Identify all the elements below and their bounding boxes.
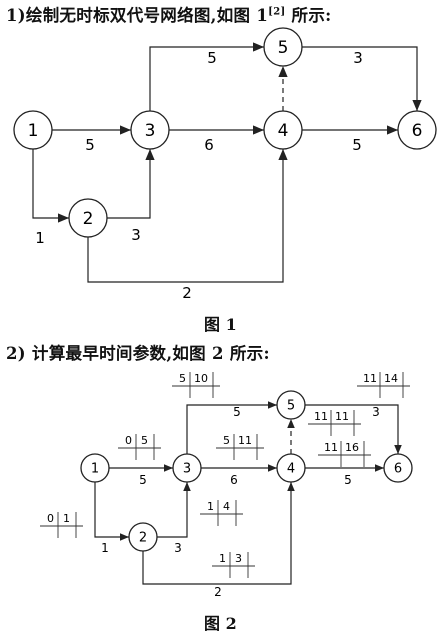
fig1-node-3-circle bbox=[130, 110, 170, 150]
step1-suffix: 所示: bbox=[285, 6, 332, 25]
fig2-node-2-label: 2 bbox=[139, 531, 147, 546]
fig2-node-3-circle bbox=[172, 453, 202, 483]
fig2-tparam-1-3-es: 0 bbox=[125, 434, 132, 447]
fig2-tparam-5-6-ef: 14 bbox=[384, 372, 398, 385]
fig2-tparam-2-4-es: 1 bbox=[219, 552, 226, 565]
fig1-node-2-circle bbox=[68, 198, 108, 238]
fig2-tparam-5-6-es: 11 bbox=[363, 372, 377, 385]
fig2-tparam-4-6-ef: 16 bbox=[345, 441, 359, 454]
fig1-duration-label-3-5: 5 bbox=[207, 49, 217, 67]
fig2-node-5-label: 5 bbox=[287, 399, 295, 414]
fig1-arrowhead-2-3 bbox=[145, 149, 155, 160]
fig1-node-3-label: 3 bbox=[145, 121, 156, 141]
fig1-arrowhead-1-2 bbox=[58, 213, 69, 223]
fig1-node-6-circle bbox=[397, 110, 437, 150]
fig2-node-3-label: 3 bbox=[183, 462, 191, 477]
fig1-arrowhead-3-4 bbox=[253, 125, 264, 135]
fig1-arrowhead-3-5 bbox=[253, 42, 264, 52]
fig1-node-5-label: 5 bbox=[278, 38, 289, 58]
fig2-tparam-3-4-es: 5 bbox=[223, 434, 230, 447]
fig2-edge-3-5 bbox=[186, 404, 277, 454]
fig2-arrowhead-3-4 bbox=[268, 464, 277, 472]
fig2-arrowhead-5-6 bbox=[394, 445, 402, 454]
fig2-arrowhead-3-5 bbox=[268, 401, 277, 409]
fig2-node-4-label: 4 bbox=[287, 462, 295, 477]
fig2-tparam-1-3-ef: 5 bbox=[141, 434, 148, 447]
fig1-edge-2-3 bbox=[107, 149, 151, 219]
network-diagram-1: 5 1 3 2 6 5 5 3 1 2 3 4 5 6 bbox=[13, 27, 437, 302]
fig2-duration-label-3-5: 5 bbox=[233, 405, 241, 419]
fig2-tparam-1-2-ef: 1 bbox=[63, 512, 70, 525]
fig2-arrowhead-2-4 bbox=[287, 482, 295, 491]
fig2-duration-label-3-4: 6 bbox=[230, 473, 238, 487]
fig1-edge-3-5 bbox=[149, 46, 264, 111]
fig2-tparam-2-3-es: 1 bbox=[207, 500, 214, 513]
fig2-edge-2-3 bbox=[157, 482, 188, 538]
step1-citation: [2] bbox=[268, 6, 286, 18]
fig2-tparam-2-4-ef: 3 bbox=[235, 552, 242, 565]
fig1-duration-label-2-3: 3 bbox=[131, 226, 141, 244]
fig2-duration-label-5-6: 3 bbox=[372, 405, 380, 419]
fig1-duration-label-3-4: 6 bbox=[204, 136, 214, 154]
fig2-tparam-1-2-es: 0 bbox=[47, 512, 54, 525]
fig2-tparam-3-5-ef: 10 bbox=[194, 372, 208, 385]
figure2-caption: 图 2 bbox=[204, 614, 237, 633]
fig2-duration-label-2-4: 2 bbox=[214, 585, 222, 599]
fig2-edge-5-6 bbox=[305, 404, 399, 454]
fig1-arrowhead-2-4 bbox=[278, 149, 288, 160]
fig2-edge-1-2 bbox=[94, 482, 129, 538]
step1-prefix: 1)绘制无时标双代号网络图,如图 1 bbox=[6, 6, 269, 25]
step1-heading: 1)绘制无时标双代号网络图,如图 1[2] 所示: bbox=[6, 2, 332, 26]
fig2-arrowhead-2-3 bbox=[183, 482, 191, 491]
fig1-node-6-label: 6 bbox=[412, 121, 423, 141]
fig1-duration-label-5-6: 3 bbox=[353, 49, 363, 67]
fig2-arrowhead-4-5 bbox=[287, 419, 295, 428]
fig2-tparam-4-5-es: 11 bbox=[314, 410, 328, 423]
fig2-tparam-4-5-ef: 11 bbox=[335, 410, 349, 423]
fig2-duration-label-2-3: 3 bbox=[174, 541, 182, 555]
fig2-node-5-circle bbox=[276, 390, 306, 420]
fig2-node-4-circle bbox=[276, 453, 306, 483]
fig1-node-4-circle bbox=[263, 110, 303, 150]
fig2-node-2-circle bbox=[128, 522, 158, 552]
fig1-duration-label-1-2: 1 bbox=[35, 229, 45, 247]
fig1-edge-2-4 bbox=[87, 149, 284, 283]
fig2-edge-2-4 bbox=[142, 482, 292, 585]
fig1-duration-label-2-4: 2 bbox=[182, 284, 192, 302]
fig2-node-6-label: 6 bbox=[394, 462, 402, 477]
fig2-arrowhead-1-3 bbox=[164, 464, 173, 472]
step2-heading: 2) 计算最早时间参数,如图 2 所示: bbox=[6, 344, 270, 363]
fig1-edge-1-2 bbox=[32, 149, 69, 219]
fig1-duration-label-4-6: 5 bbox=[352, 136, 362, 154]
fig1-arrowhead-4-6 bbox=[387, 125, 398, 135]
fig2-tparam-2-3-ef: 4 bbox=[223, 500, 230, 513]
fig2-duration-label-1-2: 1 bbox=[101, 541, 109, 555]
fig1-arrowhead-4-5 bbox=[278, 66, 288, 77]
fig2-duration-label-4-6: 5 bbox=[344, 473, 352, 487]
fig2-tparam-4-6-es: 11 bbox=[324, 441, 338, 454]
fig2-node-1-circle bbox=[80, 453, 110, 483]
fig2-tparam-3-4-ef: 11 bbox=[238, 434, 252, 447]
fig1-edge-5-6 bbox=[302, 46, 418, 111]
fig1-node-5-circle bbox=[263, 27, 303, 67]
fig1-node-2-label: 2 bbox=[83, 209, 94, 229]
fig2-duration-label-1-3: 5 bbox=[139, 473, 147, 487]
fig2-arrowhead-4-6 bbox=[375, 464, 384, 472]
fig1-node-1-label: 1 bbox=[28, 121, 39, 141]
fig1-arrowhead-1-3 bbox=[120, 125, 131, 135]
fig2-node-6-circle bbox=[383, 453, 413, 483]
fig1-node-1-circle bbox=[13, 110, 53, 150]
fig1-duration-label-1-3: 5 bbox=[85, 136, 95, 154]
fig2-node-1-label: 1 bbox=[91, 462, 99, 477]
fig1-arrowhead-5-6 bbox=[412, 100, 422, 111]
fig2-tparam-3-5-es: 5 bbox=[179, 372, 186, 385]
fig2-arrowhead-1-2 bbox=[120, 533, 129, 541]
fig1-node-4-label: 4 bbox=[278, 121, 289, 141]
figure1-caption: 图 1 bbox=[204, 315, 237, 334]
